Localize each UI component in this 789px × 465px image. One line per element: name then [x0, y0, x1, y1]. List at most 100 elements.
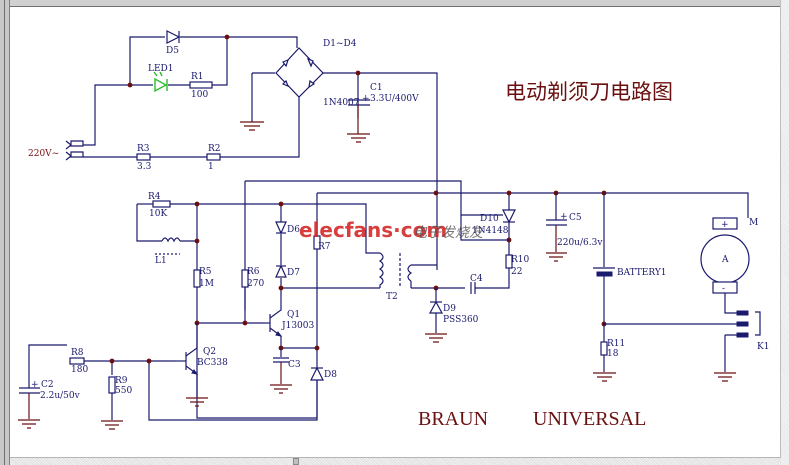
junction-dot — [278, 285, 284, 291]
r3-value: 3.3 — [137, 162, 152, 172]
resistor-r9 — [108, 376, 116, 394]
resistor-r1 — [189, 81, 213, 89]
motor-minus: - — [722, 284, 725, 294]
resistor-r4 — [152, 200, 171, 208]
c3-label: C3 — [288, 360, 301, 370]
q2-value: BC338 — [197, 358, 228, 368]
r4-value: 10K — [149, 209, 167, 219]
r2-value: 1 — [208, 162, 214, 172]
r1-label: R1 — [191, 72, 204, 82]
q1-label: Q1 — [287, 310, 300, 320]
r2-label: R2 — [208, 144, 221, 154]
r4-label: R4 — [148, 192, 161, 202]
diagram-title: 电动剃须刀电路图 — [505, 80, 673, 104]
capacitor-c3 — [270, 348, 292, 394]
c5-label: C5 — [569, 213, 582, 223]
diode-d7 — [275, 264, 287, 278]
diode-d5 — [166, 30, 181, 44]
battery-label: BATTERY1 — [617, 268, 667, 278]
q1-value: J13003 — [281, 321, 315, 331]
brand-braun: BRAUN — [418, 408, 488, 430]
capacitor-c2 — [18, 361, 40, 429]
junction-dot — [109, 358, 115, 364]
r1-value: 100 — [191, 90, 208, 100]
ground-icon — [240, 118, 264, 131]
resistor-r3 — [136, 153, 151, 161]
r5-label: R5 — [199, 267, 212, 277]
junction-dot — [278, 201, 284, 207]
junction-dot — [506, 190, 512, 196]
capacitor-c4 — [470, 263, 510, 294]
plug-connector-icon — [65, 140, 84, 161]
diode-d9 — [425, 288, 447, 343]
mains-input-section: 220V~ D5 LED1 R1 100 — [28, 30, 438, 270]
c5-plus: + — [560, 212, 568, 222]
t2-label: T2 — [386, 292, 398, 302]
transistor-q1 — [265, 306, 283, 348]
junction-dot — [194, 238, 200, 244]
junction-dot — [146, 358, 152, 364]
ground-icon — [593, 372, 616, 382]
d7-label: D7 — [287, 268, 300, 278]
output-section: + C5 220u/6.3v BATTERY1 R11 18 + A - — [546, 190, 769, 382]
r7-label: R7 — [318, 242, 331, 252]
capacitor-c1 — [347, 99, 370, 143]
c1-label: C1 — [370, 83, 383, 93]
horizontal-scrollbar[interactable] — [10, 457, 781, 465]
d10-value: 1N4148 — [472, 226, 509, 236]
r6-label: R6 — [247, 267, 260, 277]
motor-label: M — [749, 218, 758, 228]
diode-d10 — [502, 209, 516, 224]
battery-icon — [593, 193, 615, 324]
d9-label: D9 — [443, 304, 456, 314]
resistor-r5 — [193, 269, 201, 288]
r8-label: R8 — [71, 348, 84, 358]
switch-k1-icon[interactable] — [714, 310, 761, 382]
c5-value: 220u/6.3v — [557, 238, 603, 248]
r10-label: R10 — [511, 255, 530, 265]
junction-dot — [433, 190, 439, 196]
r3-label: R3 — [137, 144, 150, 154]
led1-icon — [153, 71, 168, 93]
motor-center: A — [721, 255, 729, 265]
d9-value: PSS360 — [443, 315, 479, 325]
junction-dot — [355, 70, 361, 76]
junction-dot — [242, 320, 248, 326]
d8-label: D8 — [324, 370, 337, 380]
mains-voltage-label: 220V~ — [28, 149, 59, 159]
c2-label: C2 — [41, 380, 54, 390]
transistor-q2 — [175, 323, 208, 407]
brand-universal: UNIVERSAL — [533, 408, 646, 430]
resistor-r7 — [313, 235, 321, 250]
r5-value: 1M — [199, 279, 214, 289]
junction-dot — [127, 82, 133, 88]
c4-label: C4 — [470, 274, 483, 284]
resistor-r2 — [206, 153, 221, 161]
window-top-edge — [0, 0, 789, 7]
c1-plus: + — [362, 94, 370, 104]
ground-icon — [101, 420, 123, 430]
watermark-cn: 电子发烧友 — [413, 225, 485, 241]
diode-d6 — [275, 221, 287, 235]
r6-value: 270 — [247, 279, 264, 289]
motor-plus: + — [721, 220, 729, 230]
window-left-edge — [0, 0, 10, 465]
c2-plus: + — [31, 380, 39, 390]
k1-label: K1 — [757, 342, 769, 352]
watermark-site: elecfans·com — [299, 218, 447, 242]
junction-dot — [224, 34, 230, 40]
vertical-scrollbar[interactable] — [780, 0, 789, 465]
junction-dot — [314, 345, 320, 351]
r11-value: 18 — [607, 349, 619, 359]
r8-value: 180 — [71, 365, 88, 375]
capacitor-c5 — [546, 193, 567, 262]
drive-section: R8 180 R9 550 + C2 2.2u/50v Q2 BC338 — [18, 323, 318, 430]
resistor-r8 — [69, 357, 85, 365]
d10-label: D10 — [480, 214, 499, 224]
l1-label: L1 — [155, 256, 167, 266]
window-left-border-line — [4, 0, 5, 465]
d6-label: D6 — [287, 225, 300, 235]
r10-value: 22 — [511, 267, 522, 277]
r11-label: R11 — [607, 339, 625, 349]
c2-value: 2.2u/50v — [40, 391, 81, 401]
